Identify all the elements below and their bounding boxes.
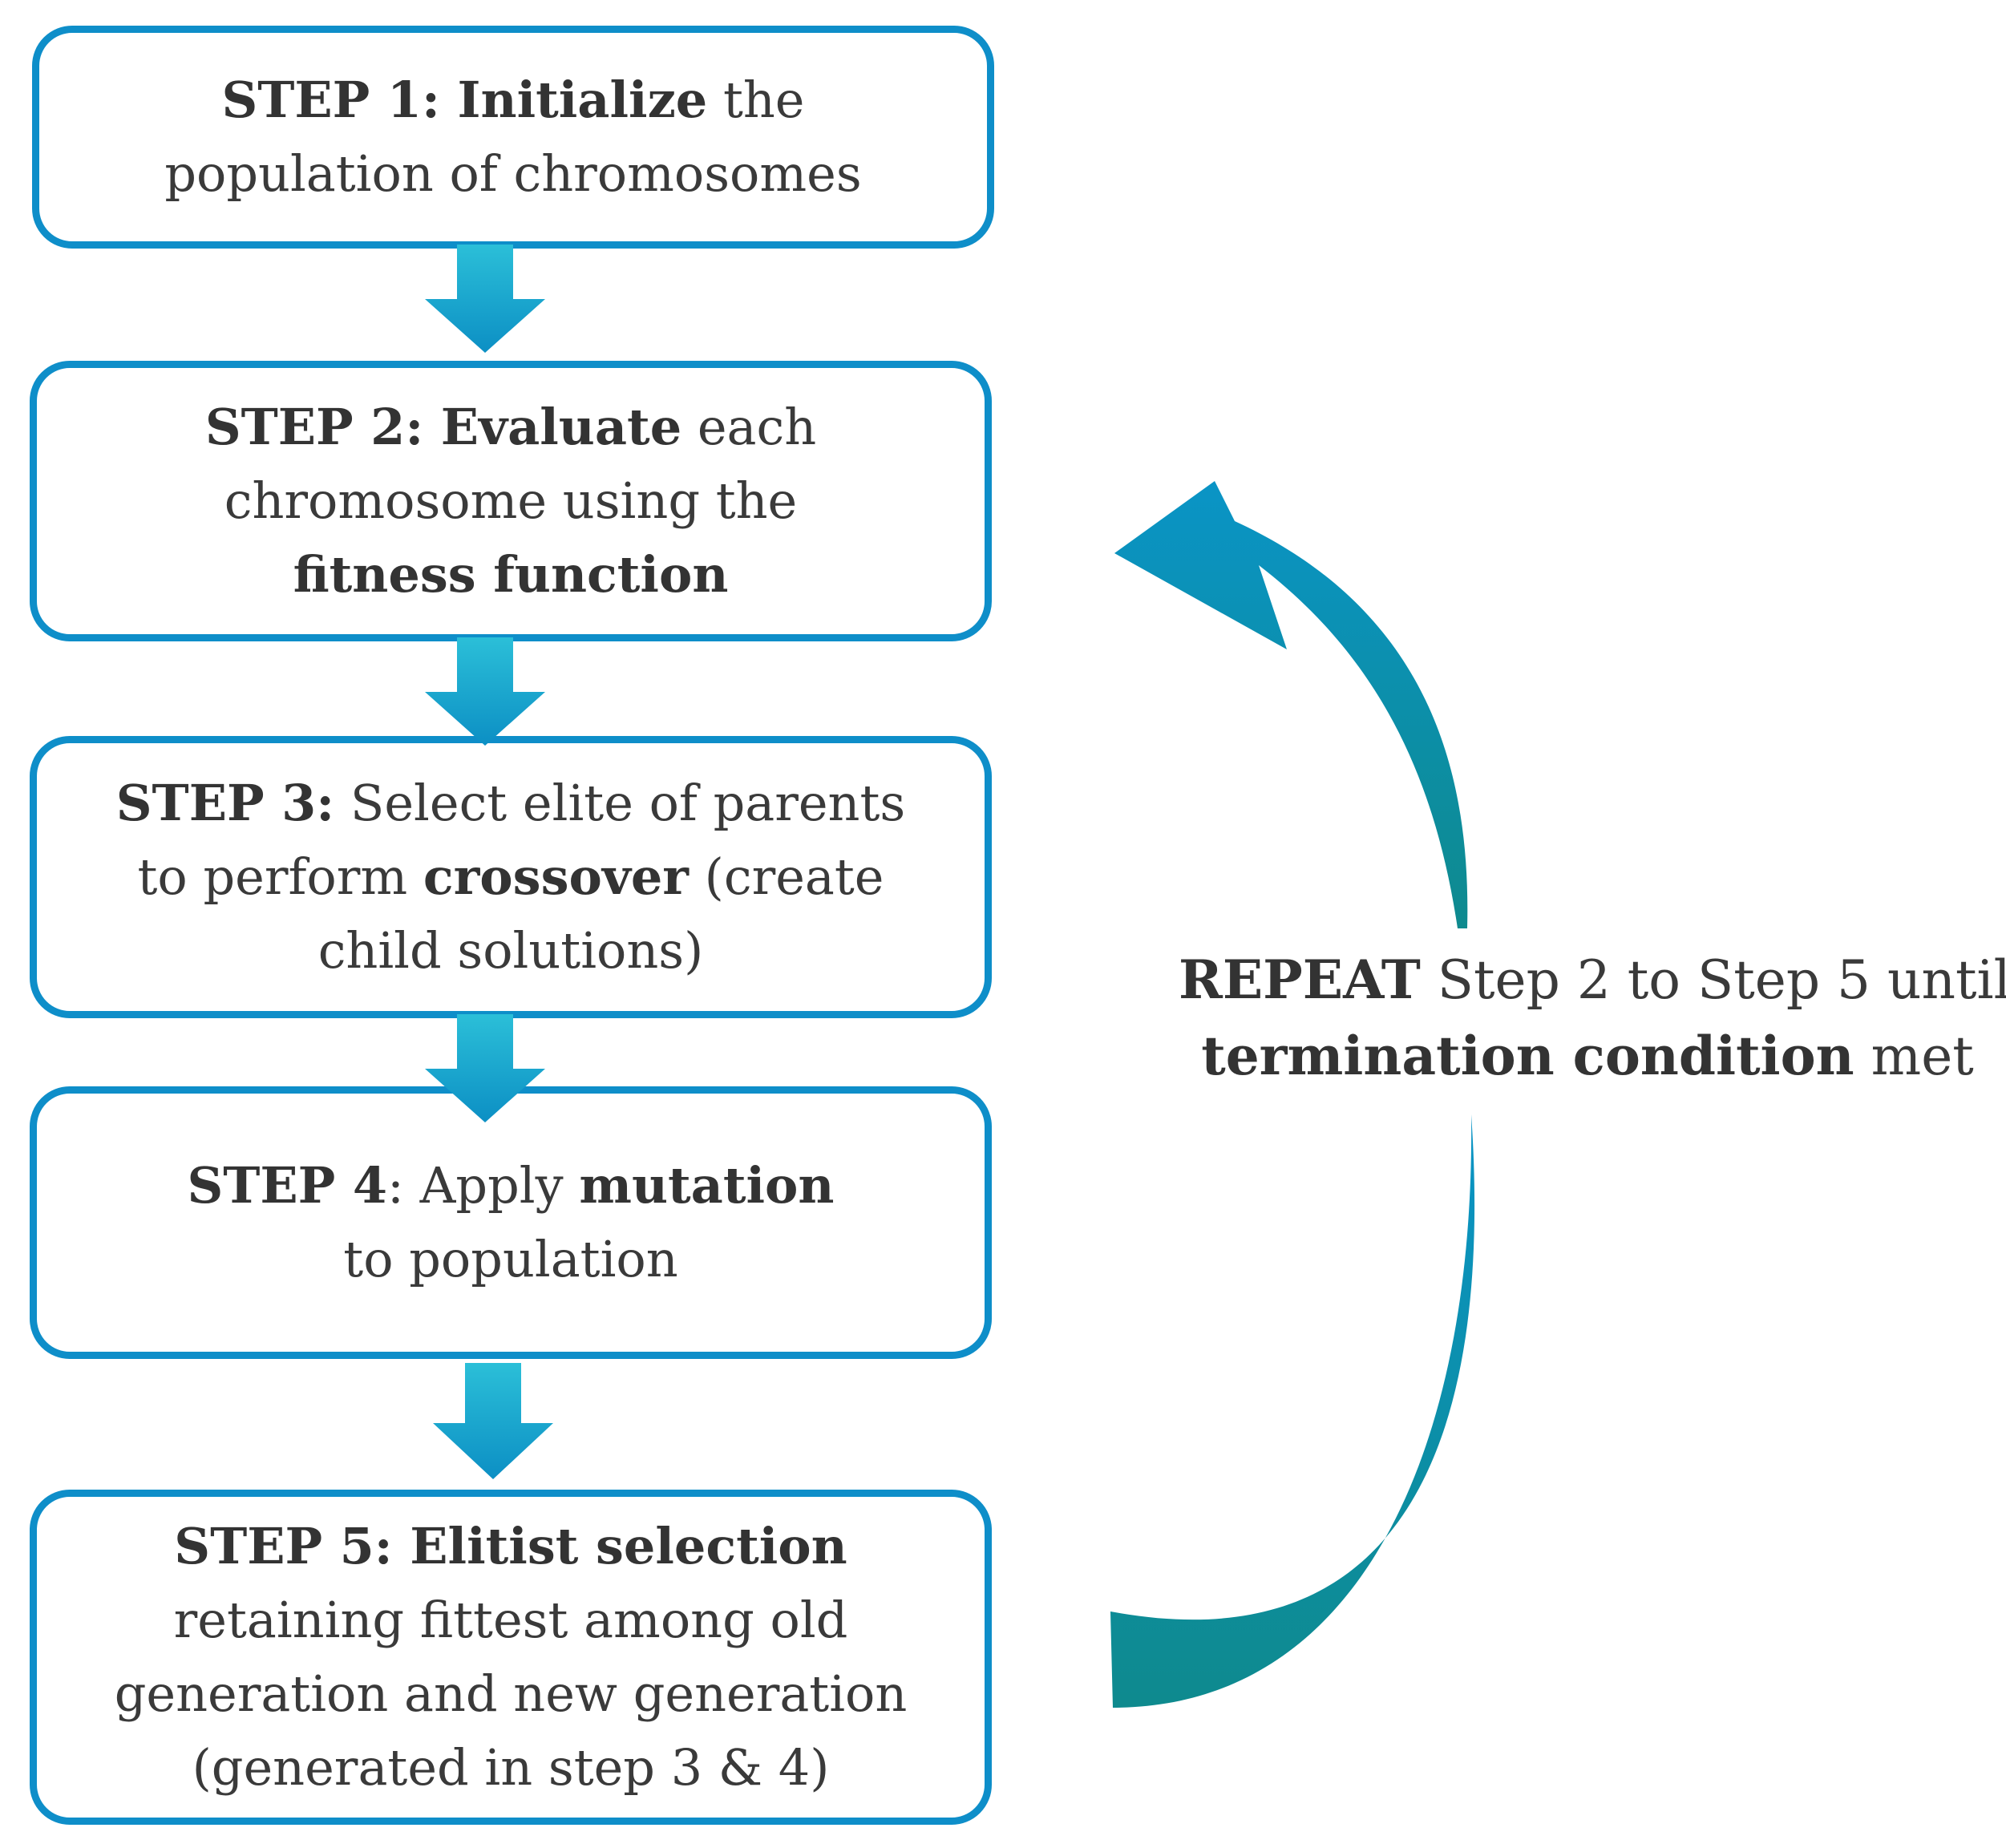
step-5-line-4: (generated in step 3 & 4) — [192, 1731, 830, 1805]
step-1-text: population of chromosomes — [164, 144, 862, 203]
down-arrow-2-to-3 — [425, 637, 545, 746]
step-3-text: child solutions) — [317, 921, 704, 980]
step-1-line-2: population of chromosomes — [164, 137, 861, 211]
step-3-text: STEP 3: — [115, 774, 335, 832]
step-4-box: STEP 4: Apply mutation to population — [30, 1086, 992, 1359]
step-5-line-1: STEP 5: Elitist selection — [174, 1510, 847, 1583]
step-3-text: (create — [688, 847, 884, 906]
step-5-line-3: generation and new generation — [115, 1657, 908, 1731]
step-5-box: STEP 5: Elitist selection retaining fitte… — [30, 1490, 992, 1825]
repeat-note-line-2: termination condition met — [1179, 1018, 1996, 1094]
step-2-line-1: STEP 2: Evaluate each — [205, 390, 816, 464]
step-2-box: STEP 2: Evaluate each chromosome using th… — [30, 361, 992, 641]
step-2-text: chromosome using the — [224, 471, 798, 530]
step-4-text: : Apply — [387, 1156, 580, 1215]
step-5-line-2: retaining fittest among old — [174, 1583, 848, 1657]
repeat-note-text: REPEAT — [1179, 948, 1421, 1011]
step-5-text: retaining fittest among old — [173, 1591, 848, 1649]
step-2-line-3: fitness function — [293, 538, 729, 612]
step-1-line-1: STEP 1: Initialize the — [222, 63, 805, 137]
repeat-note-line-1: REPEAT Step 2 to Step 5 until — [1179, 942, 2006, 1018]
step-3-line-2: to perform crossover (create — [138, 840, 884, 914]
step-3-text: Select elite of parents — [334, 774, 906, 832]
repeat-note-text: Step 2 to Step 5 until — [1420, 949, 2006, 1011]
step-4-line-1: STEP 4: Apply mutation — [188, 1149, 835, 1223]
step-3-text: crossover — [423, 847, 689, 906]
step-1-text: the — [707, 71, 805, 129]
step-2-line-2: chromosome using the — [224, 464, 798, 538]
step-1-text: STEP 1: Initialize — [221, 71, 708, 129]
step-4-text: mutation — [579, 1156, 835, 1215]
step-2-text: fitness function — [293, 545, 729, 604]
step-3-line-3: child solutions) — [318, 914, 704, 988]
step-4-text: to population — [343, 1230, 678, 1288]
step-4-text: STEP 4 — [187, 1156, 388, 1215]
step-5-text: (generated in step 3 & 4) — [192, 1738, 830, 1797]
step-5-text: generation and new generation — [114, 1664, 908, 1723]
repeat-note-text: met — [1854, 1025, 1974, 1087]
down-arrow-3-to-4 — [425, 1014, 545, 1122]
step-2-text: STEP 2: Evaluate — [204, 398, 682, 456]
step-2-text: each — [681, 398, 817, 456]
down-arrow-4-to-5 — [433, 1363, 553, 1479]
step-3-text: to perform — [137, 847, 423, 906]
repeat-note-text: termination condition — [1201, 1025, 1854, 1087]
step-3-line-1: STEP 3: Select elite of parents — [116, 766, 905, 840]
step-4-line-2: to population — [343, 1223, 677, 1296]
step-5-text: STEP 5: Elitist selection — [174, 1517, 847, 1575]
down-arrow-1-to-2 — [425, 245, 545, 353]
step-1-box: STEP 1: Initialize the population of chro… — [32, 26, 994, 249]
